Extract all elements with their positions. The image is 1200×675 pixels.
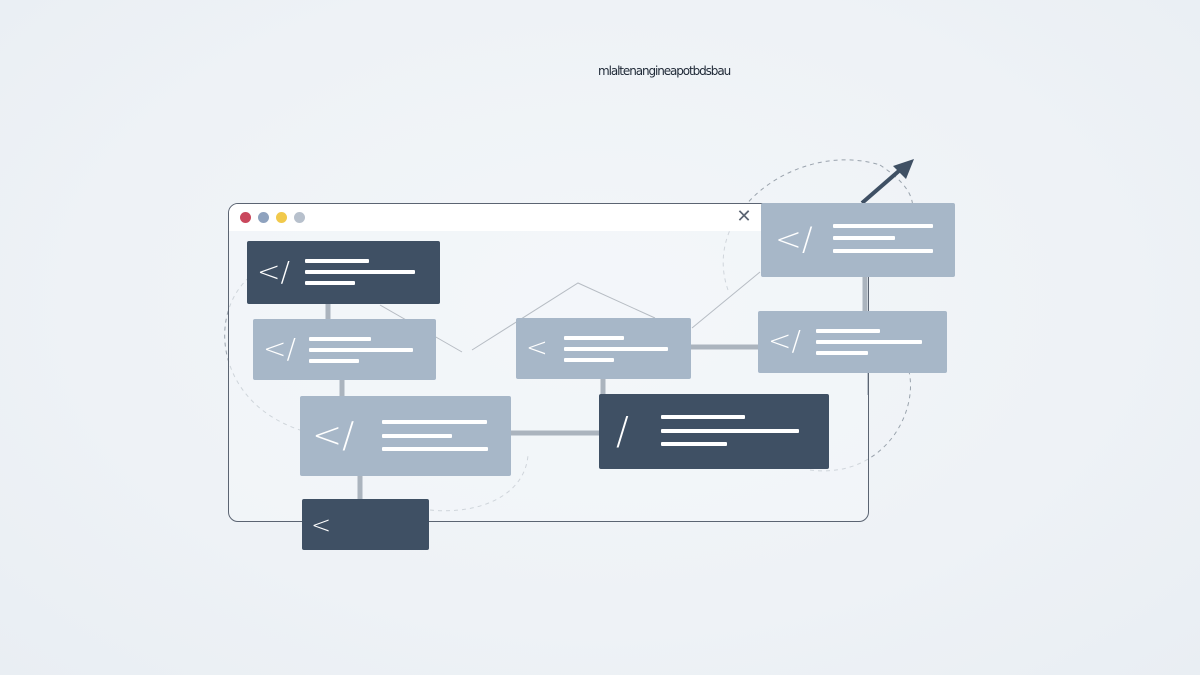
code-line-bar	[305, 270, 415, 274]
code-node-light-1: </	[253, 319, 436, 380]
code-line-bar	[833, 249, 933, 253]
code-line-bar	[382, 434, 452, 438]
code-tag-icon: </	[312, 415, 355, 456]
code-line-bar	[309, 337, 371, 341]
code-line-bar	[382, 420, 487, 424]
slash-icon: /	[616, 409, 629, 453]
code-node-light-3: <	[516, 318, 691, 379]
extra-dot-icon[interactable]	[294, 212, 305, 223]
code-line-bar	[833, 236, 895, 240]
code-line-bar	[309, 359, 359, 363]
code-line-bar	[816, 340, 922, 344]
code-line-bar	[564, 347, 668, 351]
code-line-bar	[661, 429, 799, 433]
code-line-bar	[564, 336, 624, 340]
close-icon[interactable]: ✕	[736, 206, 752, 227]
code-line-bar	[816, 329, 880, 333]
maximize-dot-icon[interactable]	[276, 212, 287, 223]
code-line-bar	[305, 259, 369, 263]
minimize-dot-icon[interactable]	[258, 212, 269, 223]
code-node-dark-2: <	[302, 499, 429, 550]
code-node-dark-1: </	[247, 241, 440, 304]
code-tag-icon: </	[257, 255, 290, 288]
code-line-bar	[309, 348, 413, 352]
code-tag-icon: </	[775, 220, 813, 258]
code-line-bar	[382, 447, 488, 451]
code-line-bar	[661, 442, 727, 446]
code-tag-icon: </	[263, 332, 296, 365]
growth-arrow-head	[893, 159, 914, 179]
code-line-bar	[833, 224, 933, 228]
code-tag-icon: </	[768, 324, 801, 357]
chevron-left-icon: <	[311, 511, 332, 539]
code-node-light-5: </	[758, 311, 947, 373]
code-node-light-4: </	[761, 203, 955, 277]
code-line-bar	[305, 281, 355, 285]
chevron-left-icon: <	[526, 333, 548, 363]
growth-arrow-shaft	[860, 168, 902, 205]
code-line-bar	[661, 415, 745, 419]
diagram-caption: mlaltenangineapotbdsbau	[598, 64, 731, 78]
close-dot-icon[interactable]	[240, 212, 251, 223]
code-node-light-2: </	[300, 396, 511, 476]
code-line-bar	[816, 351, 868, 355]
code-line-bar	[564, 358, 614, 362]
dashed-arc-topright	[722, 159, 881, 291]
code-node-dark-3: /	[599, 394, 829, 469]
